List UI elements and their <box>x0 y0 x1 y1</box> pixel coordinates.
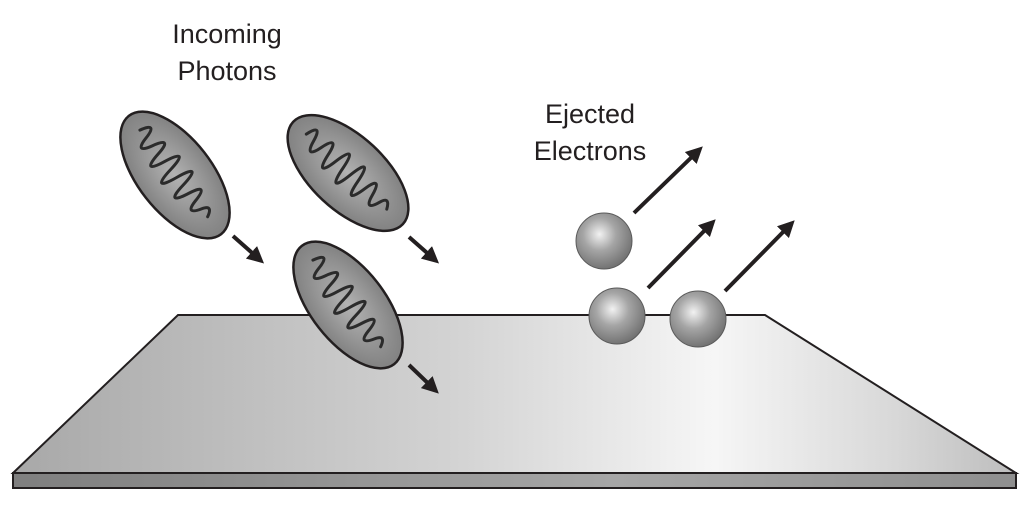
arrow-icon <box>646 219 716 290</box>
metal-plate <box>10 314 1020 489</box>
arrow-icon <box>231 234 265 264</box>
electron-icon <box>669 290 727 348</box>
incoming-photons-label-line1: Incoming <box>172 19 282 49</box>
photon-icon <box>98 91 252 259</box>
incoming-photons-label-line2: Photons <box>177 56 277 86</box>
arrow-icon <box>723 220 795 293</box>
arrow-icon <box>407 363 439 394</box>
arrow-icon <box>407 235 440 264</box>
ejected-electrons-label-line2: Electrons <box>533 136 647 166</box>
ejected-electrons-label: Ejected Electrons <box>505 96 675 170</box>
incoming-photons-label: Incoming Photons <box>142 16 312 90</box>
arrow-icon <box>632 146 703 215</box>
ejected-electrons-label-line1: Ejected <box>544 99 636 129</box>
electron-icon <box>588 287 646 345</box>
photon-icon <box>266 93 430 253</box>
electron-icon <box>575 212 633 270</box>
